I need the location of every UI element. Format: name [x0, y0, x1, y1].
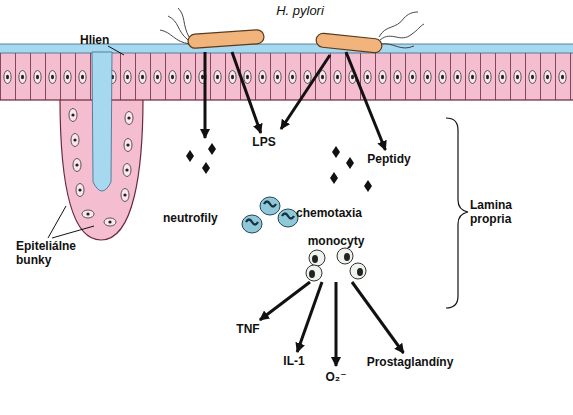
- arrow-connector: [346, 52, 385, 150]
- text-label: neutrofily: [163, 211, 218, 225]
- molecule-diamonds: [186, 143, 372, 192]
- arrow-connector: [352, 282, 404, 353]
- bacterium: [160, 8, 264, 49]
- text-node: Prostaglandíny: [362, 353, 458, 371]
- text-label: chemotaxia: [296, 206, 362, 220]
- arrow-connector: [260, 282, 310, 320]
- text-node: TNF: [229, 320, 267, 338]
- release-arrow: [281, 55, 330, 129]
- arrow-connector: [335, 282, 338, 366]
- text-label: Epiteliálne bunky: [16, 239, 88, 267]
- text-node: LPS: [244, 133, 284, 151]
- text-node: IL-1: [276, 352, 312, 370]
- leader-line: [48, 206, 66, 238]
- bracket: [446, 118, 468, 308]
- node-text: LPS: [252, 135, 275, 149]
- text-node: Peptidy: [362, 150, 416, 168]
- node-text: H. pylori: [276, 4, 324, 18]
- arrow-connector: [232, 52, 261, 133]
- monocyte-cells: [306, 248, 366, 281]
- text-label: Hlien: [80, 33, 109, 47]
- crypt-lumen: [92, 52, 112, 191]
- node-text: Peptidy: [367, 152, 410, 166]
- text-node: H. pylori: [180, 4, 420, 52]
- text-label: Lamina propria: [470, 198, 542, 226]
- leader-line: [108, 46, 124, 55]
- node-text: monocyty: [308, 234, 365, 248]
- node-text: TNF: [236, 322, 259, 336]
- node-text: IL-1: [283, 354, 304, 368]
- text-node: monocyty: [300, 234, 372, 282]
- node-text: O₂⁻: [326, 370, 347, 384]
- bacterium: [315, 12, 424, 53]
- release-arrow: [204, 52, 207, 138]
- arrow-connector: [297, 282, 322, 352]
- node-text: Prostaglandíny: [367, 355, 454, 369]
- text-node: O₂⁻: [320, 366, 352, 388]
- neutrophil-cells: [242, 197, 298, 233]
- leader-line: [52, 226, 94, 238]
- epithelium: [0, 52, 573, 100]
